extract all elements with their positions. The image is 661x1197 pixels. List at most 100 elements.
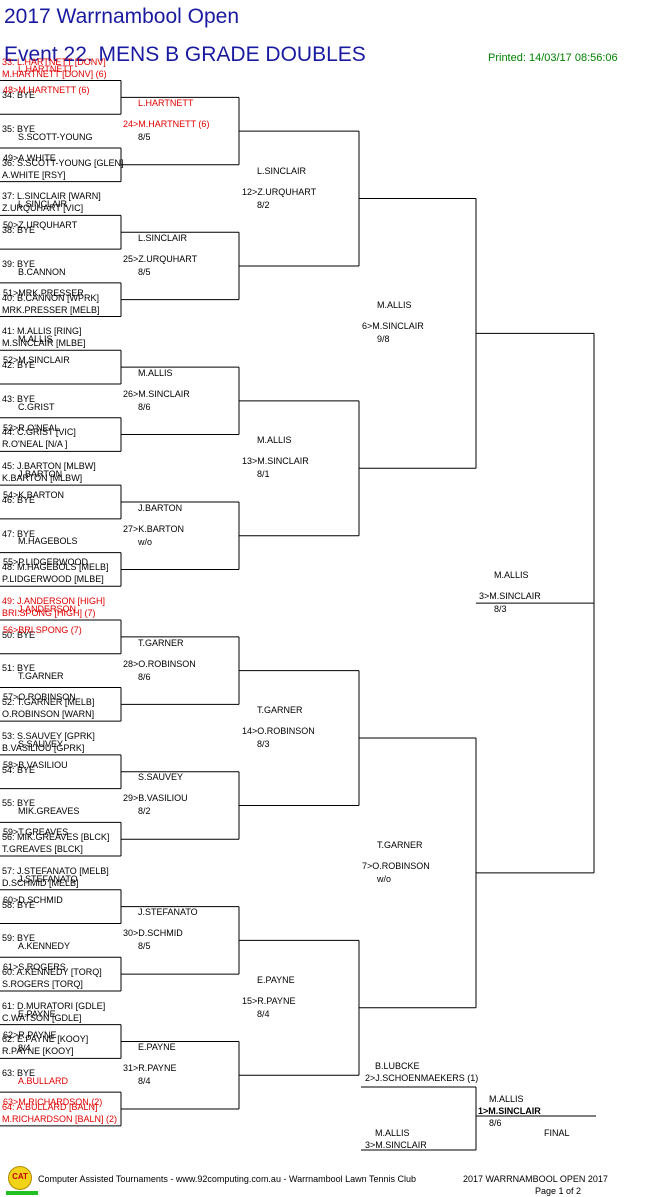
- draw-winner-pair: 50>Z.URQUHART: [3, 220, 78, 231]
- draw-winner-pair: 6>M.SINCLAIR: [362, 321, 424, 332]
- draw-winner-pair: 24>M.HARTNETT (6): [123, 119, 210, 130]
- draw-winner-pair: 25>Z.URQUHART: [123, 253, 198, 264]
- draw-winner-pair: 56>BRI.SPONG (7): [3, 624, 82, 635]
- draw-entry-partner: BRI.SPONG [HIGH] (7): [2, 608, 96, 619]
- draw-winner-pair: 59>T.GREAVES: [3, 827, 69, 838]
- draw-winner-top: T.GARNER: [377, 839, 423, 850]
- draw-entry-player: 53: S.SAUVEY [GPRK]: [2, 730, 95, 741]
- draw-entry-player: 51: BYE: [2, 663, 36, 674]
- draw-winner-top: E.PAYNE: [138, 1042, 176, 1053]
- draw-winner-pair: 57>O.ROBINSON: [3, 692, 76, 703]
- draw-entry-partner: D.SCHMID [MELB]: [2, 877, 79, 888]
- draw-entry-player: 64: A.BULLARD [BALN]: [2, 1101, 98, 1112]
- draw-winner-pair: 7>O.ROBINSON: [362, 860, 430, 871]
- draw-winner-pair: 54>K.BARTON: [3, 490, 64, 500]
- tournament-title: 2017 Warrnambool Open: [4, 5, 240, 28]
- draw-entry-player: 39: BYE: [2, 258, 36, 269]
- draw-winner-pair: 12>Z.URQUHART: [242, 186, 317, 197]
- draw-winner-top: B.CANNON: [18, 266, 66, 277]
- draw-winner-top: M.ALLIS: [257, 435, 292, 446]
- draw-score: w/o: [377, 873, 392, 884]
- draw-winner-pair: 53>R.O'NEAL: [3, 422, 60, 433]
- final-score: 8/6: [489, 1118, 502, 1128]
- logo-underline: [6, 1191, 38, 1195]
- draw-entry-player: 62: E.PAYNE [KOOY]: [2, 1034, 89, 1045]
- draw-score: w/o: [138, 536, 153, 547]
- footer-event: 2017 WARRNAMBOOL OPEN 2017: [463, 1174, 608, 1184]
- draw-entry-player: 45: J.BARTON [MLBW]: [2, 461, 96, 472]
- draw-winner-top: S.SAUVEY: [18, 738, 64, 749]
- draw-entry-partner: R.PAYNE [KOOY]: [2, 1046, 74, 1057]
- draw-entry-player: 56: MIK.GREAVES [BLCK]: [2, 832, 110, 843]
- draw-winner-top: MIK.GREAVES: [18, 806, 80, 817]
- final-winner-pair: 1>M.SINCLAIR: [478, 1106, 541, 1116]
- draw-winner-pair: 62>R.PAYNE: [3, 1029, 57, 1040]
- draw-winner-pair: 15>R.PAYNE: [242, 995, 296, 1006]
- draw-winner-top: E.PAYNE: [257, 974, 295, 985]
- draw-entry-partner: O.ROBINSON [WARN]: [2, 709, 95, 720]
- draw-entry-partner: MRK.PRESSER [MELB]: [2, 304, 100, 315]
- draw-entry-player: 41: M.ALLIS [RING]: [2, 326, 82, 337]
- draw-winner-top: J.STEFANATO: [138, 907, 198, 918]
- draw-winner-pair: 58>B.VASILIOU: [3, 759, 68, 770]
- draw-score: 8/5: [138, 266, 151, 277]
- draw-winner-top: M.ALLIS: [494, 570, 529, 581]
- draw-score: 8/3: [494, 604, 507, 615]
- draw-entry-player: 50: BYE: [2, 629, 36, 640]
- draw-entry-player: 38: BYE: [2, 225, 36, 236]
- draw-winner-top: A.BULLARD: [18, 1075, 69, 1086]
- footer-page: Page 1 of 2: [535, 1186, 582, 1196]
- draw-winner-top: T.GARNER: [257, 705, 303, 716]
- draw-entry-player: 42: BYE: [2, 359, 36, 370]
- cat-logo-icon: CAT: [8, 1166, 32, 1190]
- draw-entry-player: 60: A.KENNEDY [TORQ]: [2, 966, 102, 977]
- draw-entry-player: 36: S.SCOTT-YOUNG [GLEN]: [2, 157, 124, 168]
- draw-winner-pair: 55>P.LIDGERWOOD: [3, 557, 88, 568]
- draw-entry-player: 55: BYE: [2, 798, 36, 809]
- draw-entry-partner: R.O'NEAL [N/A ]: [2, 439, 68, 450]
- draw-winner-top: L.SINCLAIR: [257, 165, 307, 176]
- draw-score: 8/4: [18, 1042, 31, 1053]
- draw-winner-top: J.BARTON: [18, 469, 63, 479]
- draw-winner-pair: 26>M.SINCLAIR: [123, 388, 190, 399]
- allis-pair: 3>M.SINCLAIR: [365, 1140, 427, 1150]
- draw-winner-top: T.GARNER: [138, 637, 184, 648]
- footer-credit: Computer Assisted Tournaments - www.92co…: [38, 1174, 417, 1184]
- draw-entry-player: 58: BYE: [2, 899, 36, 910]
- draw-entry-player: 46: BYE: [2, 494, 36, 505]
- draw-entry-player: 57: J.STEFANATO [MELB]: [2, 865, 109, 876]
- event-title: Event 22. MENS B GRADE DOUBLES: [4, 43, 366, 66]
- draw-entry-player: 47: BYE: [2, 528, 36, 539]
- draw-winner-top: M.HAGEBOLS: [18, 536, 78, 547]
- draw-entry-player: 63: BYE: [2, 1068, 36, 1079]
- draw-score: 8/2: [138, 806, 151, 817]
- draw-entry-partner: B.VASILIOU [GPRK]: [2, 742, 85, 753]
- draw-entry-player: 49: J.ANDERSON [HIGH]: [2, 596, 106, 607]
- final-label: FINAL: [544, 1128, 570, 1138]
- draw-score: 8/3: [257, 739, 270, 750]
- draw-score: 8/4: [257, 1008, 270, 1019]
- draw-winner-top: M.ALLIS: [138, 367, 173, 378]
- draw-winner-pair: 61>S.ROGERS: [3, 962, 66, 973]
- draw-entry-partner: T.GREAVES [BLCK]: [2, 844, 83, 855]
- draw-winner-top: J.STEFANATO: [18, 873, 78, 884]
- draw-entry-player: 35: BYE: [2, 123, 36, 134]
- draw-winner-pair: 49>A.WHITE: [3, 152, 56, 163]
- draw-winner-pair: 51>MRK.PRESSER: [3, 287, 84, 298]
- draw-winner-pair: 29>B.VASILIOU: [123, 793, 188, 804]
- draw-entry-partner: M.RICHARDSON [BALN] (2): [2, 1113, 118, 1124]
- final-winner-top: M.ALLIS: [489, 1094, 524, 1104]
- draw-winner-pair: 48>M.HARTNETT (6): [3, 85, 90, 96]
- draw-entry-player: 54: BYE: [2, 764, 36, 775]
- draw-score: 8/4: [138, 1076, 151, 1087]
- draw-winner-top: E.PAYNE: [18, 1008, 56, 1019]
- draw-winner-top: J.ANDERSON: [18, 603, 77, 614]
- draw-entry-partner: M.HARTNETT [DONV] (6): [2, 68, 107, 79]
- draw-winner-pair: 52>M.SINCLAIR: [3, 355, 70, 366]
- lubcke-pair: 2>J.SCHOENMAEKERS (1): [365, 1073, 479, 1083]
- draw-score: 8/1: [257, 469, 270, 480]
- draw-winner-pair: 30>D.SCHMID: [123, 928, 183, 939]
- draw-winner-top: A.KENNEDY: [18, 941, 71, 952]
- draw-entry-player: 43: BYE: [2, 393, 36, 404]
